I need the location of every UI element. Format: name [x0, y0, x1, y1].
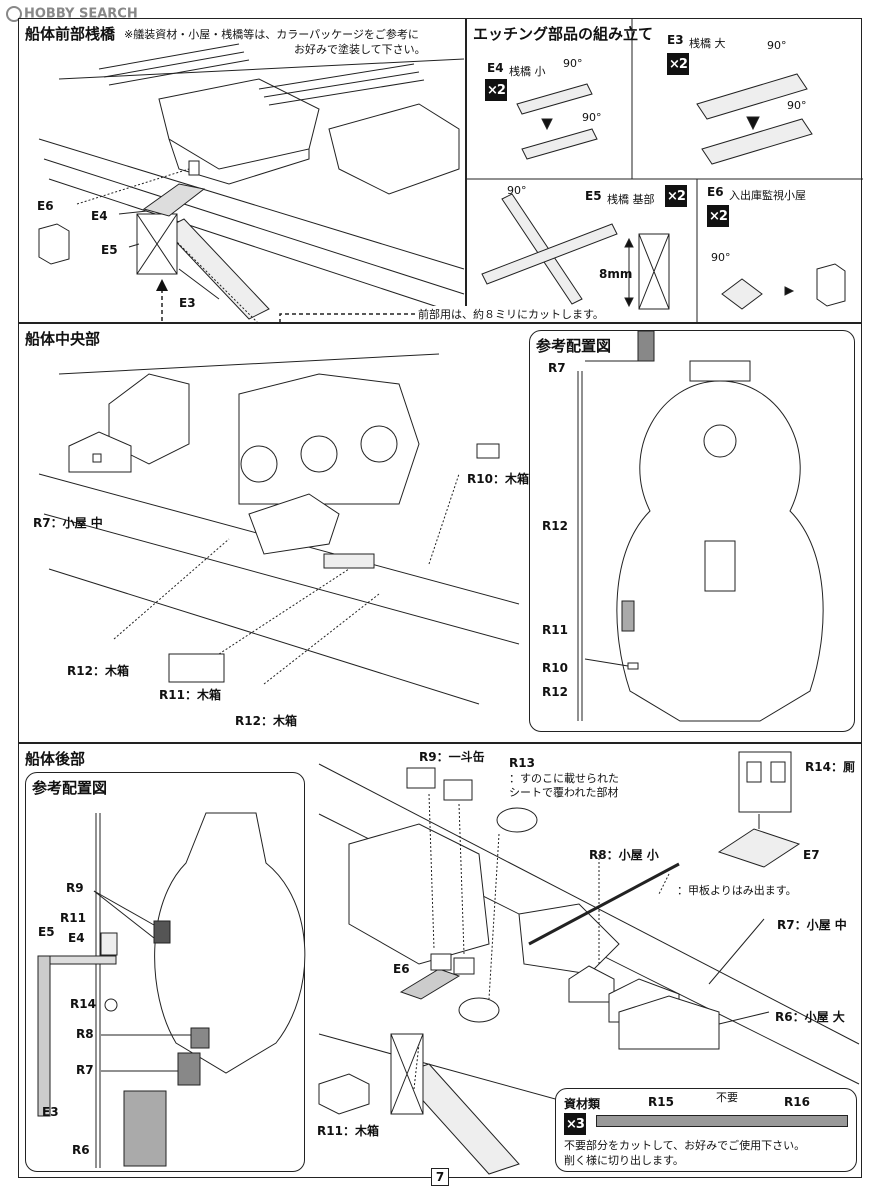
watermark-logo-icon [6, 6, 22, 22]
etching-section-panel: エッチング部品の組み立て E4 桟橋 小 ×2 90° 90° E3 桟橋 大 … [466, 18, 863, 324]
stern-ref-label-r7: R7 [76, 1063, 94, 1077]
label-e5: E5 [101, 243, 118, 257]
ref-label-r12-b: R12 [542, 685, 568, 699]
e4-code: E4 [487, 61, 504, 75]
label-e6-stern: E6 [393, 962, 410, 976]
label-r8-hut-small: R8：小屋 小 [589, 848, 659, 862]
materials-title: 資材類 [564, 1097, 601, 1111]
stern-section-title: 船体後部 [25, 750, 86, 768]
materials-unneeded: 不要 [716, 1091, 738, 1104]
mid-ship-illustration [38, 353, 520, 705]
bow-section-note-line1: ※艤装資材・小屋・桟橋等は、カラーパッケージをご参考に [124, 28, 419, 41]
label-r6-hut-large: R6：小屋 大 [775, 1010, 845, 1024]
stern-ref-label-r8: R8 [76, 1027, 94, 1041]
e5-code: E5 [585, 189, 602, 203]
materials-multiplier: ×3 [564, 1113, 586, 1135]
e4-name: 桟橋 小 [509, 65, 546, 78]
e6-angle: 90° [711, 251, 731, 264]
label-r14-latrine: R14：厠 [805, 760, 855, 774]
label-r7-hut-medium: R7：小屋 中 [33, 516, 103, 530]
stern-reference-title: 参考配置図 [32, 779, 108, 797]
label-e7: E7 [803, 848, 820, 862]
e4-angle2: 90° [582, 111, 602, 124]
ref-label-r11: R11 [542, 623, 568, 637]
bow-section-title: 船体前部桟橋 [25, 25, 116, 43]
label-r10-crate: R10：木箱 [467, 472, 529, 486]
watermark-text: HOBBY SEARCH [24, 6, 138, 22]
label-r13-line1: ：すのこに載せられた [509, 772, 619, 785]
materials-note-line1: 不要部分をカットして、お好みでご使用下さい。 [564, 1139, 806, 1152]
stern-reference-plan [37, 812, 306, 1168]
e5-multiplier: ×2 [665, 185, 687, 207]
materials-sprue-strip [596, 1115, 848, 1127]
stern-section-panel: 船体後部 参考配置図 R9 R11 [18, 743, 862, 1178]
mid-reference-plan [577, 331, 824, 722]
e6-code: E6 [707, 185, 724, 199]
stern-reference-layout-panel: 参考配置図 R9 R11 E5 E4 R14 R8 R7 E3 R6 [25, 772, 306, 1172]
label-r12-crate-b: R12：木箱 [235, 714, 297, 728]
e4-multiplier: ×2 [485, 79, 507, 101]
e3-angle1: 90° [767, 39, 787, 52]
label-r11-crate-stern: R11：木箱 [317, 1124, 379, 1138]
label-r13-line2: シートで覆われた部材 [509, 786, 619, 799]
mid-reference-title: 参考配置図 [536, 337, 612, 355]
e6-name: 入出庫監視小屋 [729, 189, 806, 202]
stern-ref-label-r14: R14 [70, 997, 96, 1011]
bow-section-note-line2: お好みで塗装して下さい。 [294, 43, 426, 56]
stern-ref-label-r11: R11 [60, 911, 86, 925]
deck-overhang-note: ：甲板よりはみ出ます。 [677, 884, 797, 897]
label-r9-can: R9：一斗缶 [419, 750, 485, 764]
label-e4: E4 [91, 209, 108, 223]
e5-name: 桟橋 基部 [607, 193, 655, 206]
etching-section-title: エッチング部品の組み立て [473, 25, 654, 43]
stern-ref-label-r9: R9 [66, 881, 84, 895]
stern-ref-label-e4: E4 [68, 931, 85, 945]
etching-parts-illustration [467, 19, 863, 324]
ref-label-r7: R7 [548, 361, 566, 375]
mid-reference-layout-panel: 参考配置図 R7 R12 R11 R10 R12 [529, 330, 855, 732]
materials-box: 資材類 ×3 R15 不要 R16 不要部分をカットして、お好みでご使用下さい。… [555, 1088, 857, 1172]
mid-section-title: 船体中央部 [25, 330, 101, 348]
label-r12-crate-a: R12：木箱 [67, 664, 129, 678]
e3-name: 桟橋 大 [689, 37, 726, 50]
label-r7-hut-medium-stern: R7：小屋 中 [777, 918, 847, 932]
materials-r16: R16 [784, 1095, 810, 1109]
ref-label-r12-a: R12 [542, 519, 568, 533]
stern-ref-label-e3: E3 [42, 1105, 59, 1119]
stern-ref-label-r6: R6 [72, 1143, 90, 1157]
stern-ref-label-e5: E5 [38, 925, 55, 939]
watermark: HOBBY SEARCH [6, 6, 138, 22]
materials-r15: R15 [648, 1095, 674, 1109]
e3-multiplier: ×2 [667, 53, 689, 75]
bow-section-panel: 船体前部桟橋 ※艤装資材・小屋・桟橋等は、カラーパッケージをご参考に お好みで塗… [18, 18, 466, 324]
e5-angle: 90° [507, 184, 527, 197]
e6-multiplier: ×2 [707, 205, 729, 227]
label-e3: E3 [179, 296, 196, 310]
e5-size: 8mm [599, 267, 633, 281]
ref-label-r10: R10 [542, 661, 568, 675]
bow-ship-illustration [38, 43, 465, 324]
materials-note-line2: 削く様に切り出します。 [564, 1154, 684, 1167]
stern-ship-illustration [318, 751, 860, 1175]
label-r13-code: R13 [509, 756, 535, 770]
page-number: 7 [431, 1168, 449, 1186]
cut-note: 前部用は、約８ミリにカットします。 [418, 306, 604, 322]
label-r11-crate: R11：木箱 [159, 688, 221, 702]
label-e6: E6 [37, 199, 54, 213]
e3-code: E3 [667, 33, 684, 47]
mid-section-panel: 船体中央部 R7：小屋 中 R10：木箱 R12：木箱 R11：木箱 R12：木… [18, 323, 862, 743]
e3-angle2: 90° [787, 99, 807, 112]
e4-angle1: 90° [563, 57, 583, 70]
